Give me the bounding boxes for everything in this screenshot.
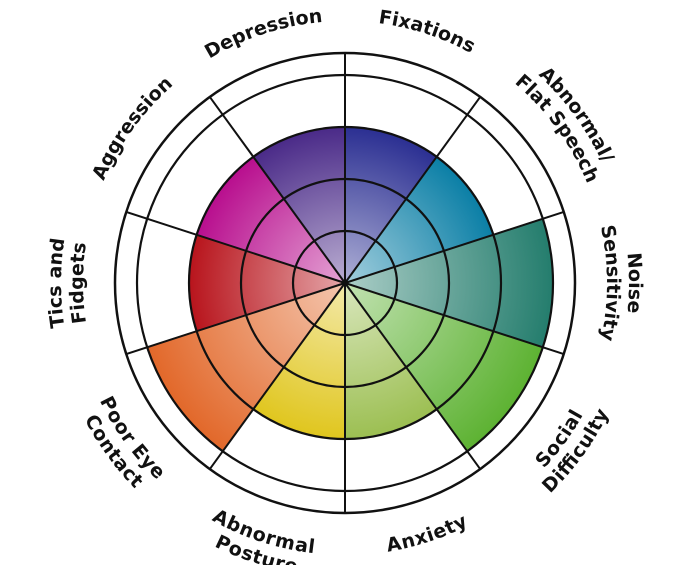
segment-label: Fidgets (66, 241, 91, 325)
segment-divider (344, 96, 481, 284)
segment-divider (344, 282, 565, 356)
segment-fill (147, 283, 345, 452)
segment-label: Noise (623, 252, 647, 314)
segment-divider (125, 210, 346, 284)
segment-divider (344, 282, 481, 470)
segment-fill (345, 283, 543, 452)
segment-fill (253, 283, 345, 439)
segment-divider (209, 282, 346, 470)
segment-fill (189, 234, 345, 332)
grid-layer (113, 51, 577, 515)
segment-fill (345, 283, 437, 439)
segment-layer (115, 53, 575, 513)
segment-label: Tics and (44, 237, 69, 330)
segment-label: Anxiety (385, 510, 471, 557)
segment-divider (209, 96, 346, 284)
segment-divider (125, 282, 346, 356)
segment-label: Fixations (377, 6, 478, 57)
segment-fill (345, 127, 437, 283)
segment-label: Depression (201, 5, 323, 63)
segment-divider (344, 210, 565, 284)
segment-fill (196, 156, 345, 283)
segment-fill (253, 127, 345, 283)
segment-fill (345, 156, 494, 283)
segment-label: Sensitivity (596, 223, 624, 343)
